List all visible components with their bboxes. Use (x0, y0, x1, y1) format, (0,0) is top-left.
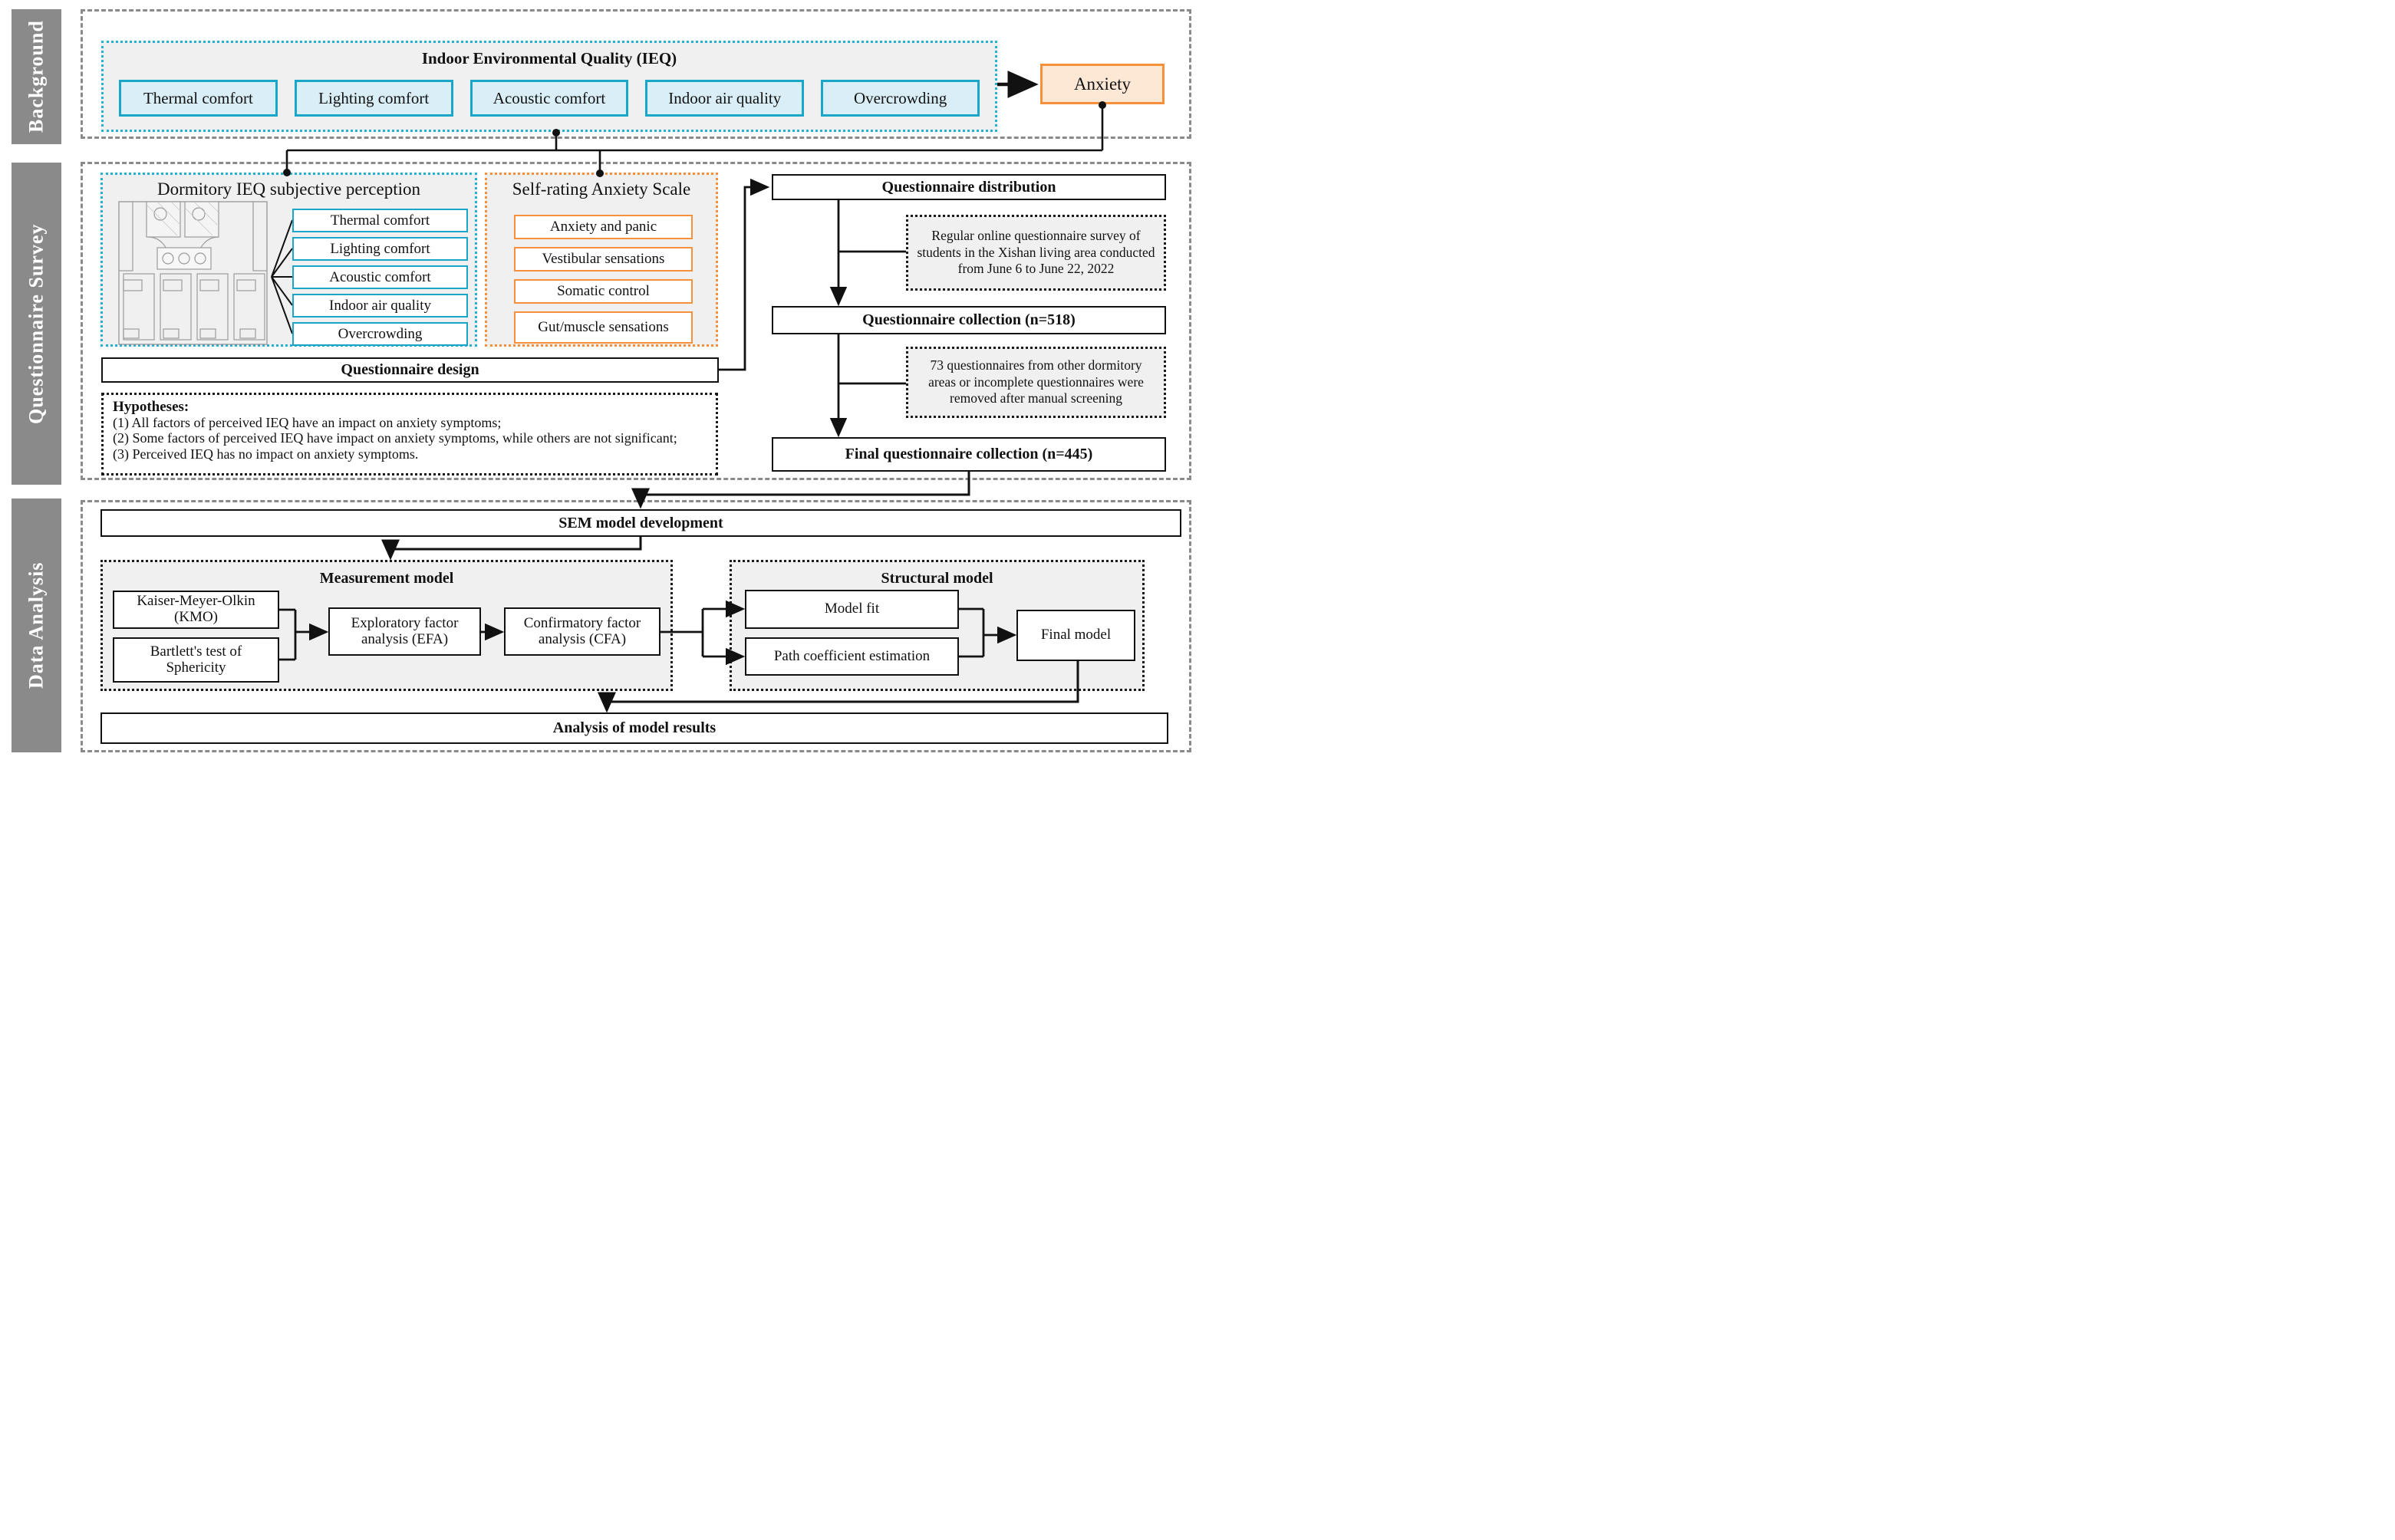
hypothesis-1: (1) All factors of perceived IEQ have an… (113, 415, 502, 431)
final-collection-box: Final questionnaire collection (n=445) (772, 437, 1166, 472)
hypotheses-box: Hypotheses: (1) All factors of perceived… (101, 393, 718, 475)
measurement-model-title: Measurement model (319, 570, 454, 587)
sas-item-anxiety-panic: Anxiety and panic (514, 215, 693, 239)
figure-canvas: Background Questionnaire Survey Data Ana… (0, 0, 1198, 770)
questionnaire-design-box: Questionnaire design (101, 357, 719, 383)
sas-item-gut-muscle: Gut/muscle sensations (514, 311, 693, 344)
final-model-box: Final model (1016, 610, 1135, 661)
ieq-factor-acoustic: Acoustic comfort (469, 80, 629, 117)
section-questionnaire-survey (81, 162, 1191, 480)
ieq-factor-row: Thermal comfort Lighting comfort Acousti… (119, 80, 980, 117)
dormitory-panel-title: Dormitory IEQ subjective perception (157, 179, 420, 199)
ieq-factor-crowding: Overcrowding (821, 80, 980, 117)
ieq-panel: Indoor Environmental Quality (IEQ) Therm… (101, 41, 997, 132)
sas-panel: Self-rating Anxiety Scale Anxiety and pa… (485, 173, 718, 347)
ieq-factor-air: Indoor air quality (645, 80, 805, 117)
dormitory-perception-panel: Dormitory IEQ subjective perception (100, 173, 477, 347)
cfa-box: Confirmatory factor analysis (CFA) (504, 607, 661, 656)
hypothesis-3: (3) Perceived IEQ has no impact on anxie… (113, 446, 419, 462)
dorm-factor-lighting: Lighting comfort (292, 237, 468, 261)
sas-item-somatic: Somatic control (514, 279, 693, 304)
distribution-note: Regular online questionnaire survey of s… (906, 215, 1166, 291)
dorm-factor-thermal: Thermal comfort (292, 209, 468, 232)
bartlett-box: Bartlett's test of Sphericity (113, 637, 279, 683)
section-background (81, 9, 1191, 139)
model-fit-box: Model fit (745, 590, 959, 629)
structural-model-title: Structural model (881, 570, 993, 587)
dorm-factor-acoustic: Acoustic comfort (292, 265, 468, 289)
efa-box: Exploratory factor analysis (EFA) (328, 607, 481, 656)
ieq-factor-thermal: Thermal comfort (119, 80, 278, 117)
dorm-factor-air: Indoor air quality (292, 294, 468, 318)
hypotheses-heading: Hypotheses: (113, 399, 189, 415)
ieq-factor-lighting: Lighting comfort (294, 80, 453, 117)
dormitory-floorplan-image (118, 201, 268, 345)
lane-label-background: Background (12, 9, 61, 144)
questionnaire-distribution-box: Questionnaire distribution (772, 174, 1166, 200)
sas-item-vestibular: Vestibular sensations (514, 247, 693, 271)
kmo-box: Kaiser-Meyer-Olkin (KMO) (113, 591, 279, 629)
sas-panel-title: Self-rating Anxiety Scale (512, 179, 691, 199)
questionnaire-collection-box: Questionnaire collection (n=518) (772, 306, 1166, 334)
path-coefficient-box: Path coefficient estimation (745, 637, 959, 676)
dorm-factor-crowding: Overcrowding (292, 322, 468, 346)
lane-label-data-analysis: Data Analysis (12, 499, 61, 752)
analysis-results-box: Analysis of model results (100, 712, 1168, 744)
ieq-panel-title: Indoor Environmental Quality (IEQ) (421, 49, 677, 67)
collection-note: 73 questionnaires from other dormitory a… (906, 347, 1166, 418)
lane-label-questionnaire-survey: Questionnaire Survey (12, 163, 61, 485)
anxiety-box: Anxiety (1040, 64, 1165, 104)
hypothesis-2: (2) Some factors of perceived IEQ have i… (113, 430, 677, 446)
sem-development-box: SEM model development (100, 509, 1181, 537)
